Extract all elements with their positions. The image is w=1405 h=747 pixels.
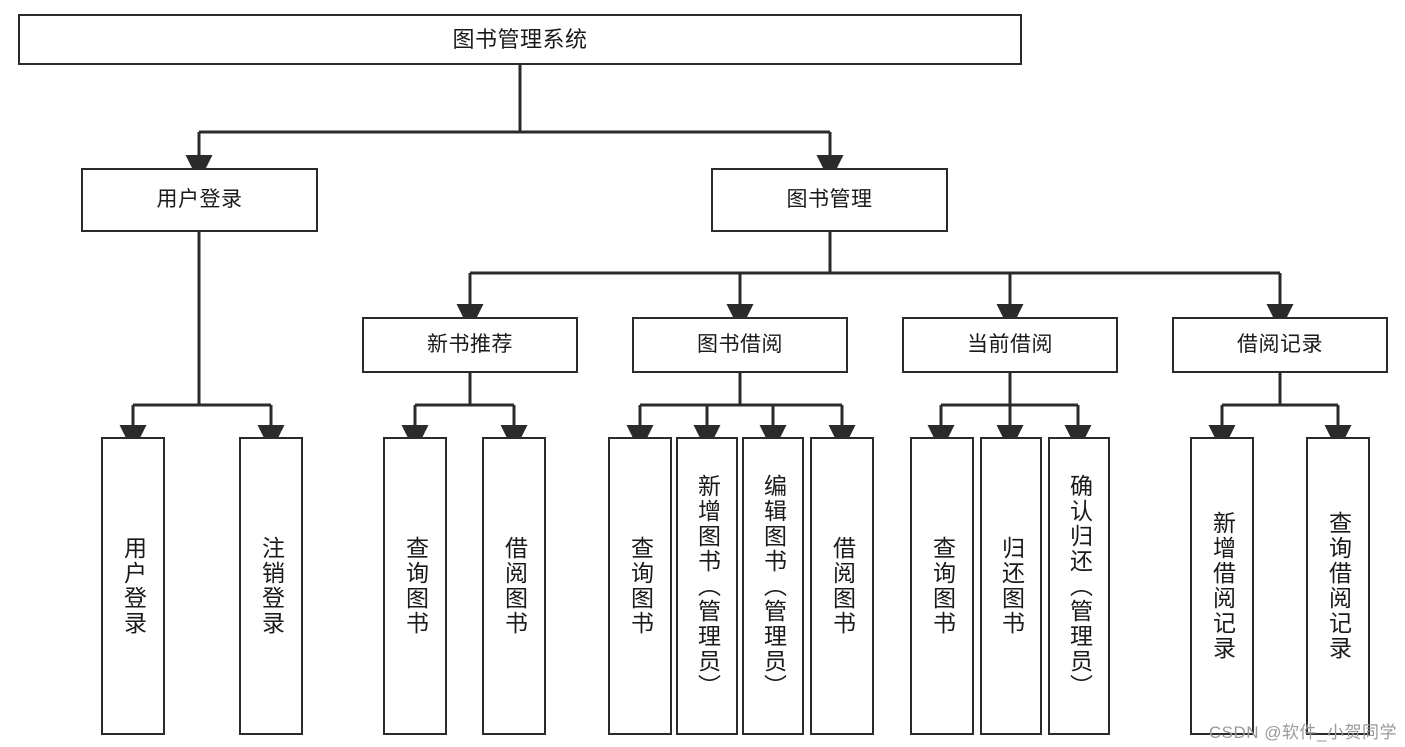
node-user-login[interactable]: 用户登录 xyxy=(81,168,318,232)
leaf-user-login[interactable]: 用户登录 xyxy=(101,437,165,735)
node-label: 归还图书 xyxy=(998,536,1025,636)
leaf-query-book-recommend[interactable]: 查询图书 xyxy=(383,437,447,735)
node-label: 新增图书（管理员） xyxy=(694,473,721,699)
node-label: 借阅图书 xyxy=(829,536,856,636)
node-label: 新书推荐 xyxy=(427,332,513,356)
node-label: 用户登录 xyxy=(120,536,147,636)
node-label: 用户登录 xyxy=(156,187,243,211)
node-label: 查询图书 xyxy=(929,536,956,636)
leaf-borrow-book-recommend[interactable]: 借阅图书 xyxy=(482,437,546,735)
leaf-confirm-return-admin[interactable]: 确认归还（管理员） xyxy=(1048,437,1110,735)
leaf-edit-book-admin[interactable]: 编辑图书（管理员） xyxy=(742,437,804,735)
node-label: 借阅记录 xyxy=(1237,332,1323,356)
node-label: 查询图书 xyxy=(627,536,654,636)
node-label: 查询借阅记录 xyxy=(1325,511,1352,661)
node-borrow-record[interactable]: 借阅记录 xyxy=(1172,317,1388,373)
leaf-query-book-current[interactable]: 查询图书 xyxy=(910,437,974,735)
leaf-return-book[interactable]: 归还图书 xyxy=(980,437,1042,735)
node-book-management[interactable]: 图书管理 xyxy=(711,168,948,232)
node-label: 图书借阅 xyxy=(697,332,783,356)
node-label: 查询图书 xyxy=(402,536,429,636)
leaf-add-borrow-record[interactable]: 新增借阅记录 xyxy=(1190,437,1254,735)
leaf-add-book-admin[interactable]: 新增图书（管理员） xyxy=(676,437,738,735)
node-label: 注销登录 xyxy=(258,536,285,636)
node-label: 确认归还（管理员） xyxy=(1066,473,1093,699)
node-label: 图书管理系统 xyxy=(452,26,588,52)
node-new-book-recommend[interactable]: 新书推荐 xyxy=(362,317,578,373)
node-book-borrow[interactable]: 图书借阅 xyxy=(632,317,848,373)
leaf-query-book-borrow[interactable]: 查询图书 xyxy=(608,437,672,735)
leaf-query-borrow-record[interactable]: 查询借阅记录 xyxy=(1306,437,1370,735)
node-label: 当前借阅 xyxy=(967,332,1053,356)
node-root-book-management-system[interactable]: 图书管理系统 xyxy=(18,14,1022,65)
node-label: 借阅图书 xyxy=(501,536,528,636)
leaf-borrow-book[interactable]: 借阅图书 xyxy=(810,437,874,735)
node-current-borrow[interactable]: 当前借阅 xyxy=(902,317,1118,373)
csdn-watermark: CSDN @软件_小贺同学 xyxy=(1208,723,1397,742)
node-label: 新增借阅记录 xyxy=(1209,511,1236,661)
node-label: 图书管理 xyxy=(786,187,873,211)
node-label: 编辑图书（管理员） xyxy=(760,473,787,699)
leaf-logout-login[interactable]: 注销登录 xyxy=(239,437,303,735)
